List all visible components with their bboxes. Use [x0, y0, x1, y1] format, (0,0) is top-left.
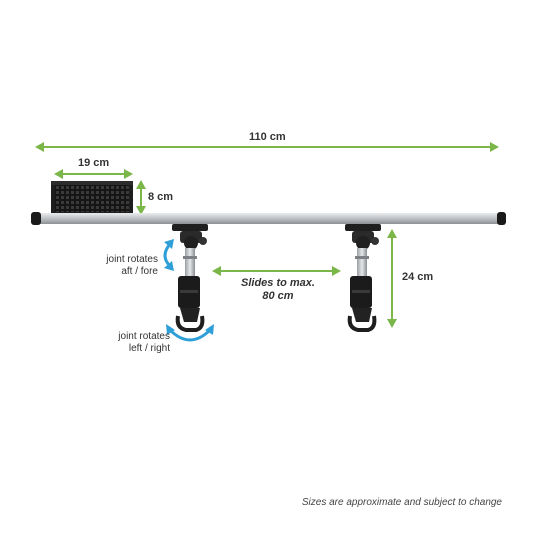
joint-aft-fore-line1: joint rotates: [106, 254, 158, 265]
joint-aft-fore-line2: aft / fore: [121, 265, 158, 277]
tray-height-arrow: [136, 180, 146, 215]
tray-width-arrow: [54, 169, 133, 179]
tray-width-label: 19 cm: [78, 157, 110, 169]
disclaimer-text: Sizes are approximate and subject to cha…: [301, 497, 502, 508]
joint-left-right-line1: joint rotates: [118, 331, 170, 342]
overall-width-arrow: [35, 142, 499, 152]
tray-height-label: 8 cm: [148, 191, 174, 203]
slide-range-label: Slides to max. 80 cm: [228, 277, 328, 302]
slide-range-arrow: [212, 266, 341, 276]
storage-tray: [51, 181, 133, 215]
right-clamp: [345, 224, 381, 332]
slide-range-line2: 80 cm: [262, 289, 294, 302]
left-clamp: [172, 224, 208, 332]
rotate-aft-fore-icon: [163, 239, 174, 271]
slide-range-line1: Slides to max.: [241, 277, 315, 289]
joint-left-right-label: joint rotates left / right: [100, 331, 170, 354]
overall-width-label: 110 cm: [249, 131, 286, 143]
clamp-height-arrow: [387, 229, 397, 328]
rail-bar: [31, 212, 506, 225]
clamp-height-label: 24 cm: [402, 271, 434, 283]
rotate-left-right-icon: [166, 324, 214, 342]
joint-aft-fore-label: joint rotates aft / fore: [96, 254, 158, 277]
joint-left-right-line2: left / right: [128, 342, 170, 354]
